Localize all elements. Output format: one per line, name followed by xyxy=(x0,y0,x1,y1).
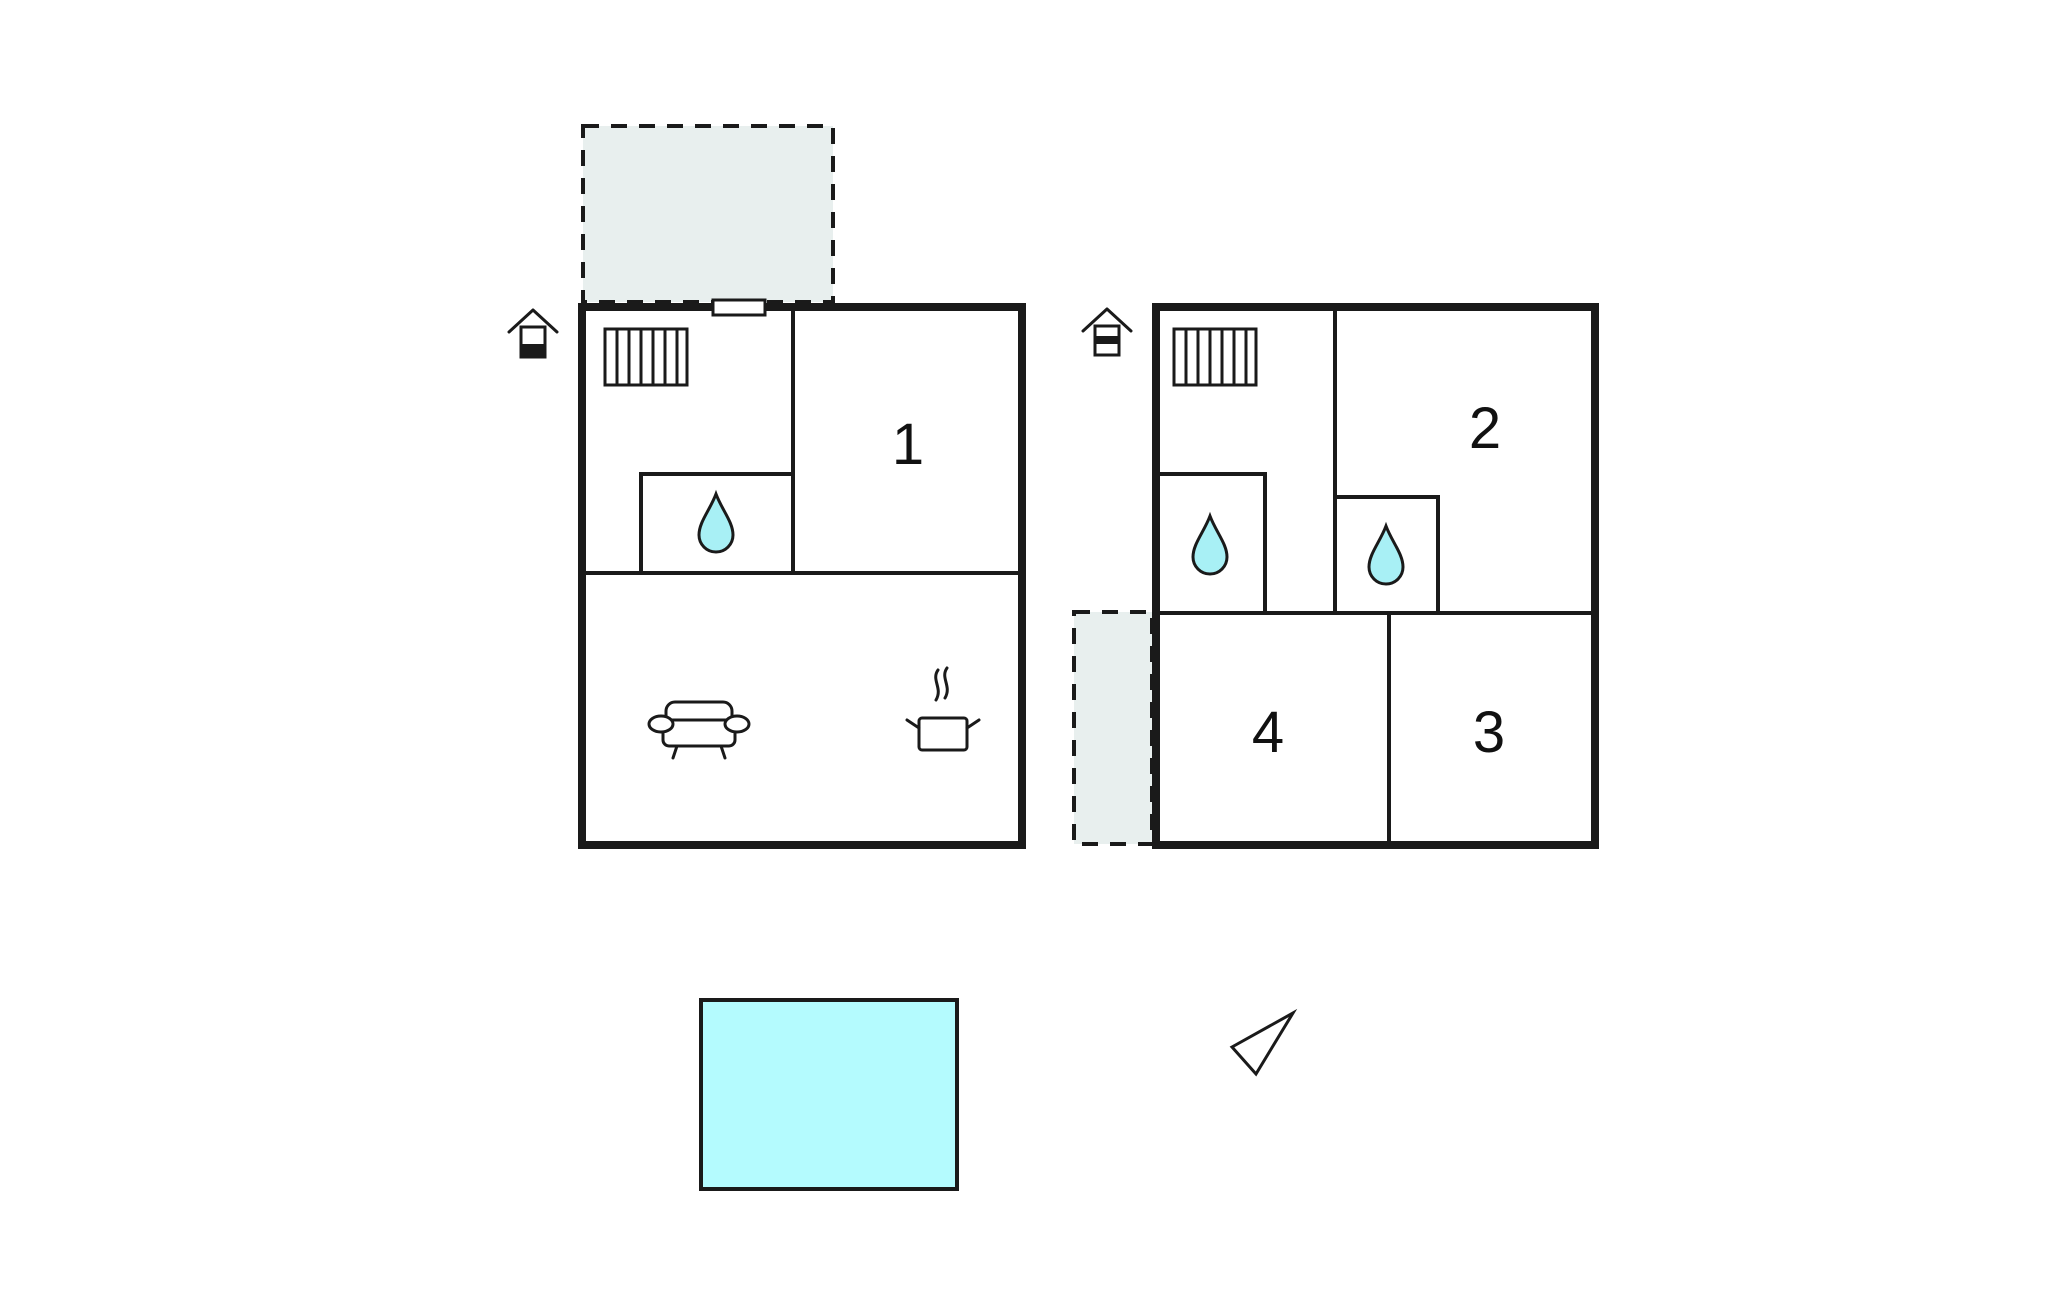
ground-floor-plan: 1 xyxy=(578,124,1026,849)
room-label: 2 xyxy=(1469,396,1501,461)
door-opening xyxy=(711,298,767,317)
ground-floor-outer-wall xyxy=(578,303,1026,849)
north-arrow-icon xyxy=(1229,1008,1298,1077)
balcony xyxy=(1072,610,1154,846)
radiator-icon xyxy=(603,327,689,387)
pool-shape xyxy=(699,998,959,1191)
water-drop-icon xyxy=(1191,511,1229,576)
sofa-icon xyxy=(647,700,751,760)
room-label: 1 xyxy=(892,412,924,477)
room-label: 3 xyxy=(1473,700,1505,765)
water-drop-icon xyxy=(1367,521,1405,586)
cooking-pot-icon xyxy=(905,666,981,752)
water-drop-icon xyxy=(697,489,735,554)
terrace xyxy=(581,124,835,304)
house-upper-floor-icon xyxy=(1081,307,1133,357)
house-ground-floor-icon xyxy=(507,308,559,359)
upper-floor-plan: 2 3 4 xyxy=(1072,303,1599,849)
radiator-icon xyxy=(1172,327,1258,387)
room-label: 4 xyxy=(1252,700,1284,765)
